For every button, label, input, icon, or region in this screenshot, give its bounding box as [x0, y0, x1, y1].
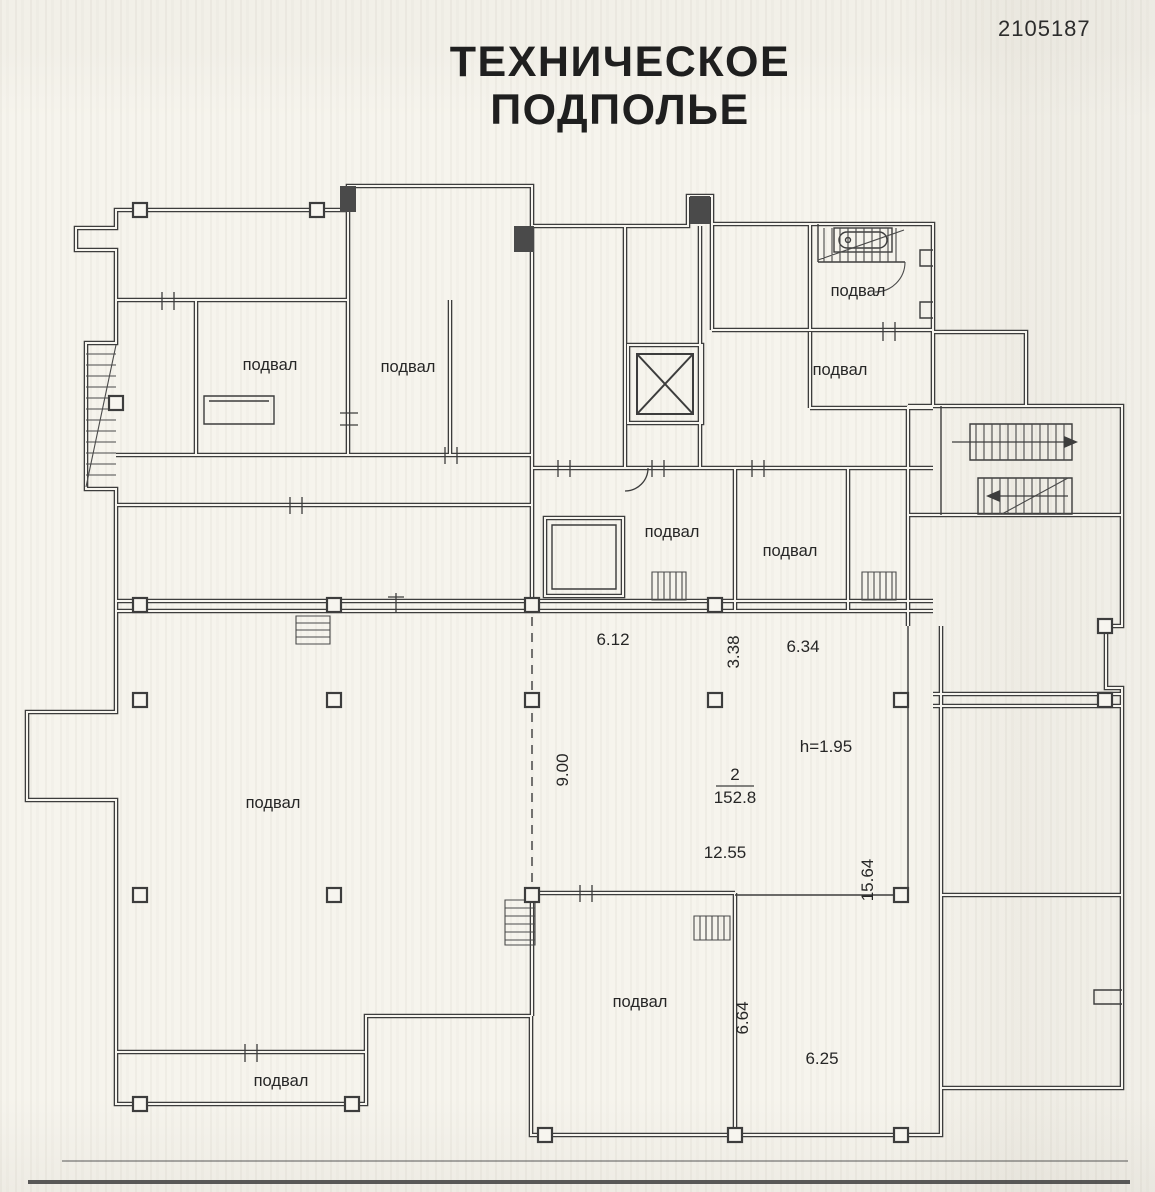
title-line-1: ТЕХНИЧЕСКОЕ	[449, 38, 791, 86]
room-label-2: подвал	[381, 358, 436, 376]
room-label-1: подвал	[243, 356, 298, 374]
room-label-6: подвал	[763, 542, 818, 560]
dim-span-mid: 3.38	[724, 635, 743, 668]
room-labels: подвал подвал подвал подвал подвал подва…	[243, 282, 886, 1090]
elevator-shaft	[636, 353, 694, 415]
dim-depth-bottom: 6.64	[733, 1001, 752, 1034]
opening-ticks	[161, 292, 896, 1062]
columns	[107, 201, 1114, 1144]
dim-ceiling-height: h=1.95	[800, 737, 852, 756]
dimension-labels: 6.12 3.38 6.34 9.00 h=1.95 2 152.8 12.55…	[553, 630, 877, 1068]
bathtub-icon	[833, 227, 893, 253]
room-label-8: подвал	[613, 993, 668, 1011]
scan-artifact-band	[28, 1180, 1130, 1184]
dim-depth-right: 15.64	[858, 859, 877, 902]
ladder-icons	[295, 571, 897, 946]
dim-span-bottom-right: 6.25	[805, 1049, 838, 1068]
stair-treads-top-right	[817, 228, 906, 293]
room-area: 152.8	[714, 788, 757, 807]
walls	[24, 183, 1125, 1138]
scan-artifact-line	[62, 1160, 1128, 1162]
room-label-7: подвал	[246, 794, 301, 812]
title-line-2: ПОДПОЛЬЕ	[490, 86, 750, 135]
dim-depth-left: 9.00	[553, 753, 572, 786]
room-label-4: подвал	[813, 361, 868, 379]
room-label-3: подвал	[831, 282, 886, 300]
wall-pillars	[340, 186, 710, 252]
utility-room	[551, 524, 617, 590]
dim-span-bottom: 12.55	[704, 843, 747, 862]
thin-partitions	[203, 224, 1122, 1005]
dim-span-left: 6.12	[596, 630, 629, 649]
dim-span-right: 6.34	[786, 637, 819, 656]
stair-treads-left	[85, 344, 117, 488]
room-label-5: подвал	[645, 523, 700, 541]
room-number: 2	[730, 765, 739, 784]
document-number: 2105187	[998, 16, 1091, 41]
drawing-title: ТЕХНИЧЕСКОЕ ПОДПОЛЬЕ	[340, 38, 900, 134]
room-label-9: подвал	[254, 1072, 309, 1090]
stairwell-right	[952, 424, 1078, 515]
